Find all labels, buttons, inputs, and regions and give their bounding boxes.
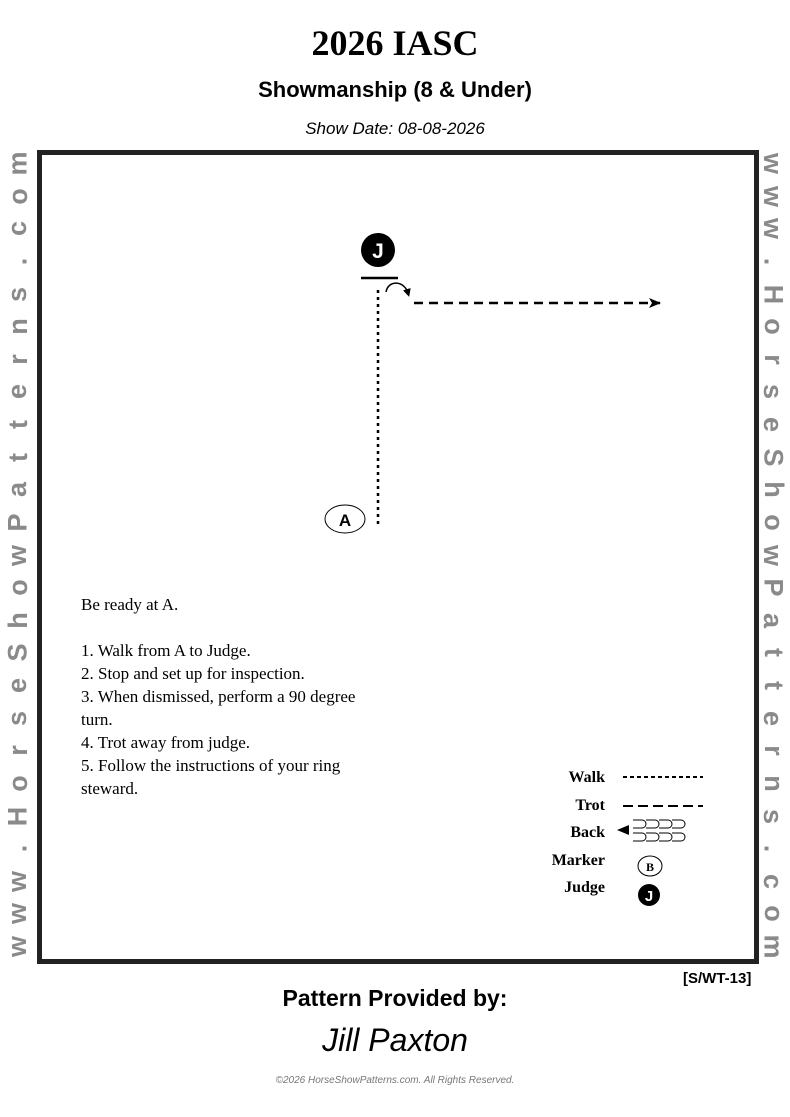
watermark-left-letter: r (2, 353, 33, 365)
watermark-right-letter: n (758, 775, 789, 792)
watermark-left-letter: t (2, 420, 33, 429)
legend-walk-label: Walk (568, 769, 605, 786)
instruction-step: 3. When dismissed, perform a 90 degree (81, 687, 356, 706)
watermark-left-letter: t (2, 452, 33, 462)
arena-border (37, 150, 759, 964)
watermark-right-letter: t (758, 648, 789, 658)
pattern-code: [S/WT-13] (683, 970, 752, 987)
instruction-step: 4. Trot away from judge. (81, 733, 251, 752)
legend-judge-label: Judge (564, 879, 605, 896)
watermark-left-letter: w (2, 544, 33, 566)
watermark-right-letter: m (758, 934, 789, 959)
instruction-step: 1. Walk from A to Judge. (81, 641, 251, 660)
watermark-right-letter: H (758, 284, 789, 304)
watermark-left-letter: o (2, 187, 33, 205)
class-name: Showmanship (8 & Under) (258, 77, 532, 102)
instruction-step: steward. (81, 779, 139, 798)
watermark-left-letter: S (2, 643, 33, 662)
watermark-right-letter: s (758, 384, 789, 400)
watermark-left-letter: o (2, 579, 33, 596)
watermark-right-letter: e (758, 710, 789, 726)
watermark-left-letter: c (2, 221, 33, 237)
instructions-gap (81, 616, 411, 639)
watermark-left-letter: s (2, 286, 33, 302)
watermark-right-letter: r (758, 745, 789, 757)
watermark-right-letter: c (758, 873, 789, 889)
watermark-right-letter: w (758, 152, 789, 175)
watermark-right-letter: w (758, 185, 789, 207)
provided-by-label: Pattern Provided by: (282, 985, 508, 1011)
instruction-step: 5. Follow the instructions of your ring (81, 756, 341, 775)
watermark-right-letter: r (758, 353, 789, 365)
watermark-right-letter: a (758, 612, 789, 628)
instruction-step: 2. Stop and set up for inspection. (81, 664, 305, 683)
instructions-intro: Be ready at A. (81, 595, 179, 614)
pattern-instructions: Be ready at A. 1. Walk from A to Judge. … (81, 593, 411, 800)
watermark-right-letter: . (758, 257, 789, 266)
show-date: Show Date: 08-08-2026 (305, 119, 485, 138)
watermark-left-letter: m (2, 151, 33, 176)
watermark-left-letter: r (2, 745, 33, 757)
pattern-title: 2026 IASC (311, 23, 479, 63)
watermark-left-letter: e (2, 384, 33, 400)
watermark-right-letter: P (758, 578, 789, 597)
watermark-left-letter: w (2, 903, 33, 925)
watermark-left-letter: s (2, 710, 33, 726)
watermark-right-letter: h (758, 481, 789, 499)
legend-trot-label: Trot (575, 797, 605, 814)
watermark-right-letter: s (758, 808, 789, 824)
watermark-right-letter: . (758, 844, 789, 853)
watermark-left-letter: n (2, 318, 33, 335)
watermark-right-letter: t (758, 681, 789, 690)
watermark-left-letter: . (2, 844, 33, 853)
watermark-left-letter: H (2, 806, 33, 826)
watermark-left-letter: a (2, 482, 33, 498)
legend-marker-label: Marker (551, 852, 605, 869)
watermark-left-letter: o (2, 775, 33, 792)
copyright-notice: ©2026 HorseShowPatterns.com. All Rights … (275, 1075, 515, 1086)
watermark-left-letter: w (2, 870, 33, 892)
watermark-right-letter: w (758, 218, 789, 240)
watermark-right-letter: w (758, 544, 789, 566)
designer-name: Jill Paxton (322, 1022, 468, 1058)
watermark-right-letter: o (758, 318, 789, 335)
legend-back-label: Back (570, 824, 605, 841)
watermark-left-letter: h (2, 612, 33, 629)
watermark-left-letter: P (2, 513, 33, 532)
watermark-left-letter: . (2, 257, 33, 266)
watermark-right-letter: o (758, 514, 789, 531)
watermark-left-letter: w (2, 935, 33, 958)
instruction-step: turn. (81, 710, 113, 729)
watermark-left-letter: e (2, 677, 33, 694)
watermark-right-letter: e (758, 416, 789, 433)
watermark-right-letter: S (758, 448, 789, 467)
watermark-right-letter: o (758, 905, 789, 923)
